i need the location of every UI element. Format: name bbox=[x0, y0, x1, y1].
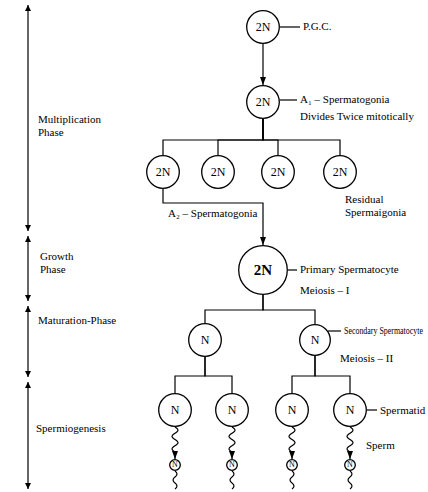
ploidy-text: 2N bbox=[156, 166, 171, 178]
spermatogonium-cell: 2N bbox=[201, 155, 235, 189]
cell-circle bbox=[247, 11, 280, 44]
ploidy-text: N bbox=[347, 461, 353, 469]
spermatid-cell: N bbox=[333, 393, 367, 427]
sperm-head: N bbox=[286, 459, 298, 471]
division-line bbox=[205, 357, 232, 393]
spermatid-cell: N bbox=[275, 393, 309, 427]
ploidy-text: 2N bbox=[256, 96, 271, 108]
stage-label: Residual Spermaigonia bbox=[345, 193, 417, 219]
spermatocyte-cell: N bbox=[188, 323, 222, 357]
spermatocyte-cell: 2N bbox=[238, 245, 288, 295]
division-line bbox=[292, 356, 315, 393]
spermatogonium-cell: 2N bbox=[261, 155, 295, 189]
division-line bbox=[262, 44, 263, 85]
phase-bracket bbox=[27, 5, 28, 231]
division-line bbox=[163, 119, 263, 155]
sperm-tail bbox=[290, 471, 294, 489]
note-label: Meiosis – II bbox=[340, 352, 393, 365]
ploidy-text: N bbox=[228, 404, 237, 416]
spermatogonium-cell: 2N bbox=[146, 155, 180, 189]
division-line bbox=[263, 119, 278, 155]
cell-circle bbox=[170, 460, 181, 471]
spermatogonium-cell: 2N bbox=[246, 85, 280, 119]
division-line bbox=[263, 119, 340, 155]
cell-circle bbox=[159, 394, 192, 427]
division-line bbox=[163, 189, 263, 245]
leader-line bbox=[328, 330, 341, 331]
ploidy-text: N bbox=[229, 461, 235, 469]
phase-label: Multiplication Phase bbox=[38, 113, 113, 139]
spermatocyte-cell: N bbox=[299, 324, 331, 356]
phase-label: Growth Phase bbox=[40, 250, 90, 276]
spermatid-cell: N bbox=[215, 393, 249, 427]
ploidy-text: 2N bbox=[254, 263, 272, 278]
leader-line bbox=[280, 26, 300, 27]
ploidy-text: N bbox=[171, 404, 180, 416]
ploidy-text: N bbox=[311, 334, 320, 346]
cell-circle bbox=[287, 460, 298, 471]
sperm-tail bbox=[348, 471, 352, 489]
phase-label: Spermiogenesis bbox=[36, 422, 106, 435]
sperm-tail bbox=[230, 471, 234, 489]
cell-circle bbox=[300, 325, 331, 356]
division-line bbox=[175, 357, 205, 393]
division-line bbox=[218, 119, 263, 155]
ploidy-text: 2N bbox=[256, 21, 271, 33]
wavy-arrow bbox=[289, 427, 295, 459]
sperm-head: N bbox=[344, 459, 356, 471]
wavy-arrow bbox=[347, 427, 353, 459]
ploidy-text: N bbox=[288, 404, 297, 416]
ploidy-text: 2N bbox=[333, 166, 348, 178]
cell-circle bbox=[334, 394, 367, 427]
stage-label: Primary Spermatocyte bbox=[300, 263, 399, 276]
phase-bracket bbox=[27, 306, 28, 377]
wavy-arrow bbox=[172, 427, 178, 459]
note-label: Meiosis – I bbox=[300, 284, 350, 297]
stage-label: Spermatid bbox=[380, 404, 425, 417]
division-line bbox=[263, 295, 315, 324]
stage-label: A₂ – Spermatogonia bbox=[168, 207, 257, 220]
germ-cell: 2N bbox=[246, 10, 280, 44]
leader-line bbox=[280, 99, 297, 100]
cell-circle bbox=[345, 460, 356, 471]
ploidy-text: 2N bbox=[211, 166, 226, 178]
ploidy-text: N bbox=[289, 461, 295, 469]
stage-label: A₁ – Spermatogonia bbox=[300, 93, 389, 106]
stage-label: P.G.C. bbox=[303, 20, 331, 33]
phase-bracket bbox=[27, 236, 28, 301]
ploidy-text: 2N bbox=[271, 166, 286, 178]
sperm-head: N bbox=[169, 459, 181, 471]
sperm-head: N bbox=[226, 459, 238, 471]
ploidy-text: N bbox=[346, 404, 355, 416]
leader-line bbox=[367, 409, 377, 410]
wavy-arrow bbox=[229, 427, 235, 459]
cell-circle bbox=[262, 156, 295, 189]
cell-circle bbox=[202, 156, 235, 189]
leader-line bbox=[288, 269, 297, 270]
ploidy-text: N bbox=[201, 334, 210, 346]
phase-label: Maturation-Phase bbox=[38, 314, 116, 327]
cell-circle bbox=[216, 394, 249, 427]
ploidy-text: N bbox=[172, 461, 178, 469]
cell-circle bbox=[276, 394, 309, 427]
cell-circle bbox=[247, 86, 280, 119]
division-line bbox=[205, 295, 263, 323]
spermatid-cell: N bbox=[158, 393, 192, 427]
cell-circle bbox=[227, 460, 238, 471]
stage-label: Sperm bbox=[366, 439, 395, 452]
cell-circle bbox=[147, 156, 180, 189]
stage-label: Secondary Spermatocyte bbox=[344, 324, 423, 337]
spermatogonium-cell: 2N bbox=[323, 155, 357, 189]
note-label: Divides Twice mitotically bbox=[300, 110, 414, 123]
cell-circle bbox=[189, 324, 222, 357]
cell-circle bbox=[324, 156, 357, 189]
phase-bracket bbox=[27, 382, 28, 489]
sperm-tail bbox=[173, 471, 177, 489]
cell-circle bbox=[239, 246, 288, 295]
